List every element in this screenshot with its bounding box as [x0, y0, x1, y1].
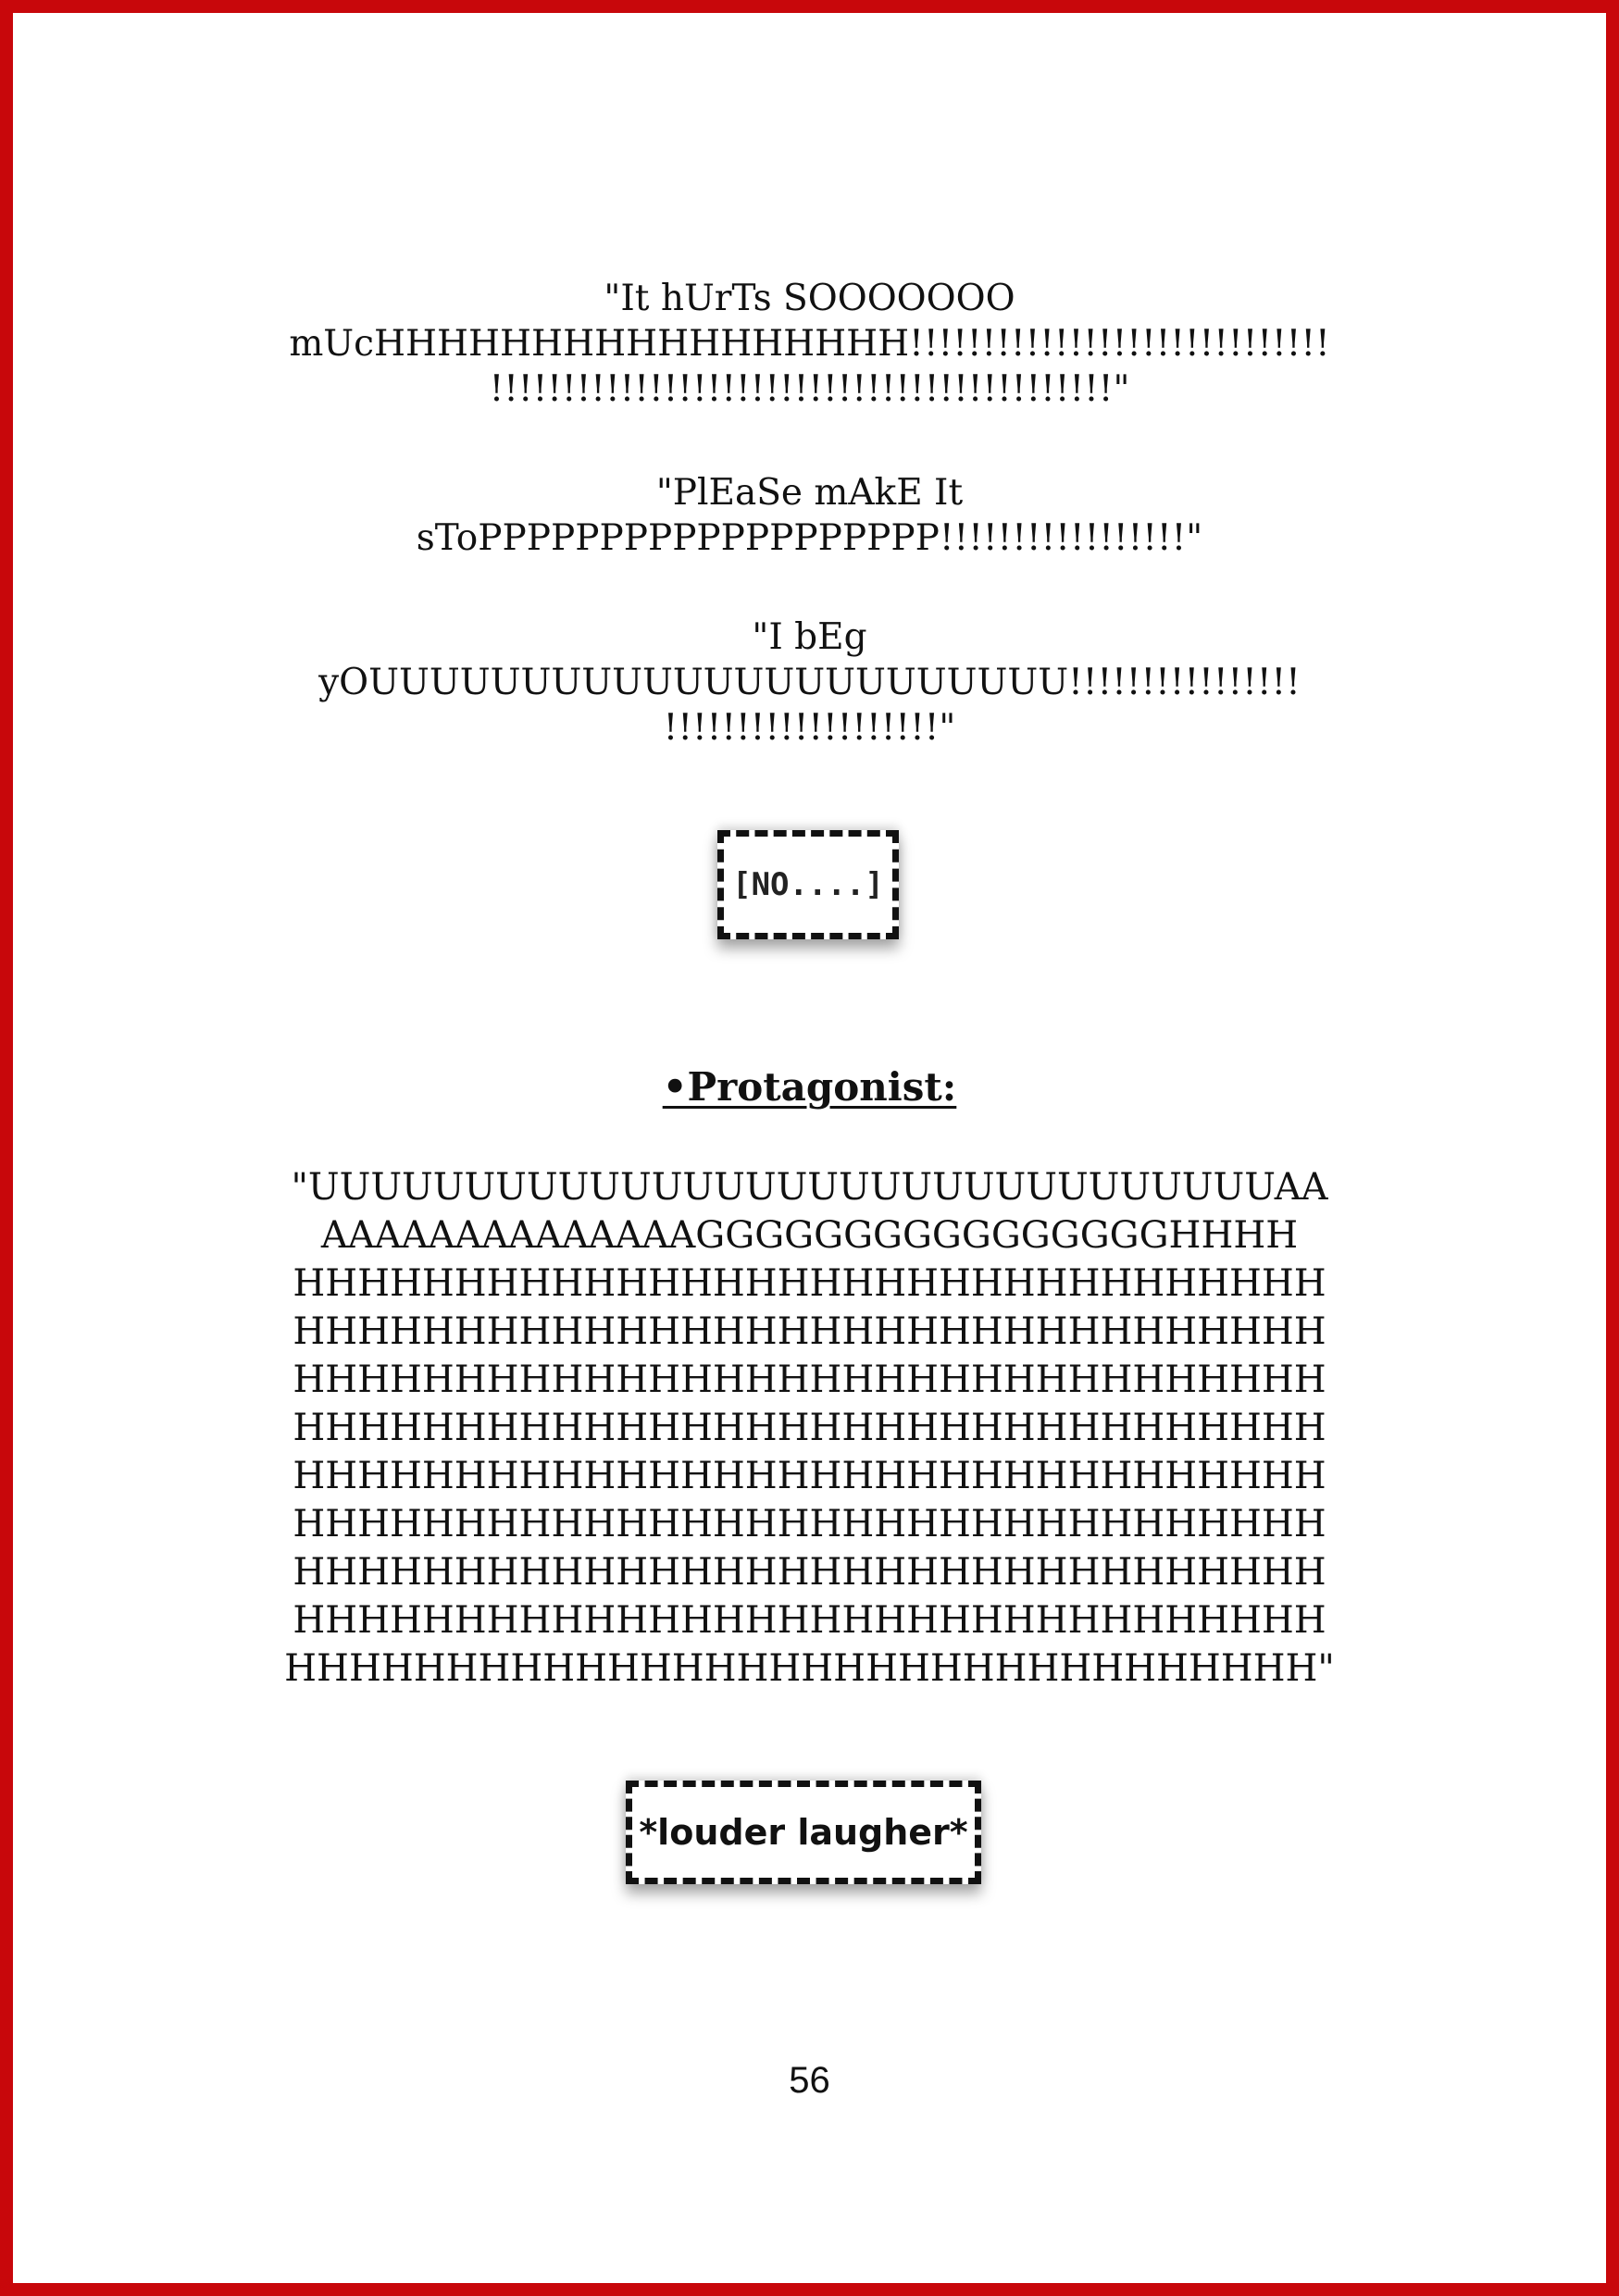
scream-line: HHHHHHHHHHHHHHHHHHHHHHHHHHHHHHHH: [293, 1262, 1326, 1305]
scream-block: "UUUUUUUUUUUUUUUUUUUUUUUUUUUUUUUAA AAAAA…: [0, 1163, 1619, 1693]
sfx-box-no: [NO....]: [717, 830, 899, 939]
scream-line: HHHHHHHHHHHHHHHHHHHHHHHHHHHHHHHH": [284, 1647, 1335, 1690]
scream-line: AAAAAAAAAAAAAAGGGGGGGGGGGGGGGGHHHH: [320, 1214, 1299, 1257]
scream-line: HHHHHHHHHHHHHHHHHHHHHHHHHHHHHHHH: [293, 1503, 1326, 1545]
scream-line: "UUUUUUUUUUUUUUUUUUUUUUUUUUUUUUUAA: [291, 1166, 1328, 1209]
speaker-heading: •Protagonist:: [0, 1064, 1619, 1110]
scream-line: HHHHHHHHHHHHHHHHHHHHHHHHHHHHHHHH: [293, 1310, 1326, 1353]
dialogue-line: "It hUrTs SOOOOOOO: [604, 278, 1015, 319]
dialogue-line: !!!!!!!!!!!!!!!!!!!": [663, 707, 956, 749]
speaker-heading-text: •Protagonist:: [662, 1064, 957, 1110]
sfx-box-laugh: *louder laugher*: [626, 1781, 981, 1884]
dialogue-line: mUcHHHHHHHHHHHHHHHHH!!!!!!!!!!!!!!!!!!!!…: [289, 323, 1330, 365]
dialogue-block-3: "I bEg yOUUUUUUUUUUUUUUUUUUUUUUU!!!!!!!!…: [0, 614, 1619, 751]
dialogue-line: "I bEg: [752, 616, 867, 658]
scream-line: HHHHHHHHHHHHHHHHHHHHHHHHHHHHHHHH: [293, 1551, 1326, 1594]
dialogue-block-2: "PlEaSe mAkE It sToPPPPPPPPPPPPPPPPPPP!!…: [0, 470, 1619, 561]
page-number: 56: [789, 2060, 830, 2101]
scream-line: HHHHHHHHHHHHHHHHHHHHHHHHHHHHHHHH: [293, 1359, 1326, 1401]
dialogue-line: yOUUUUUUUUUUUUUUUUUUUUUUU!!!!!!!!!!!!!!!…: [318, 662, 1301, 703]
dialogue-line: "PlEaSe mAkE It: [655, 472, 964, 514]
scream-line: HHHHHHHHHHHHHHHHHHHHHHHHHHHHHHHH: [293, 1599, 1326, 1642]
dialogue-block-1: "It hUrTs SOOOOOOO mUcHHHHHHHHHHHHHHHHH!…: [0, 276, 1619, 412]
scream-line: HHHHHHHHHHHHHHHHHHHHHHHHHHHHHHHH: [293, 1455, 1326, 1497]
sfx-text-laugh: *louder laugher*: [639, 1812, 968, 1853]
scream-line: HHHHHHHHHHHHHHHHHHHHHHHHHHHHHHHH: [293, 1407, 1326, 1449]
sfx-text-no: [NO....]: [732, 866, 884, 903]
dialogue-line: sToPPPPPPPPPPPPPPPPPPP!!!!!!!!!!!!!!!!!": [416, 517, 1203, 559]
dialogue-line: !!!!!!!!!!!!!!!!!!!!!!!!!!!!!!!!!!!!!!!!…: [489, 368, 1130, 410]
